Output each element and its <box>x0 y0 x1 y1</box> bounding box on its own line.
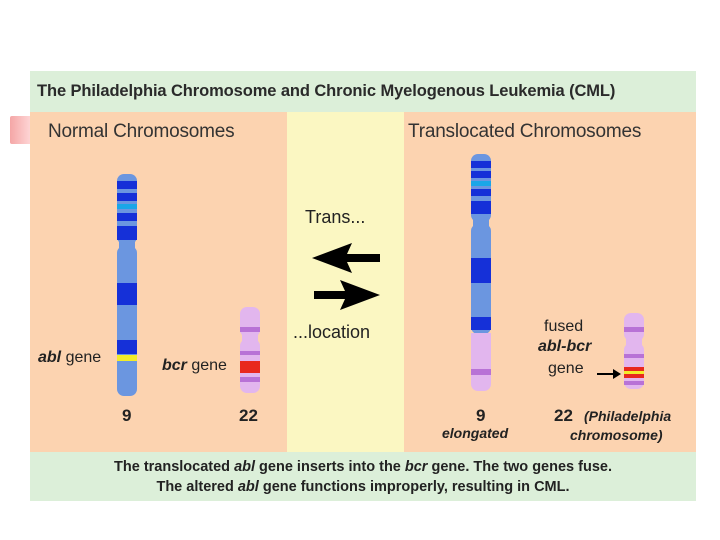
chr9-band <box>117 204 137 209</box>
chr9-band <box>117 283 137 305</box>
normal-chromosome-9 <box>117 174 137 396</box>
chr9-elongated-centromere <box>473 220 489 226</box>
caption-line-2: The altered abl gene functions improperl… <box>156 479 570 495</box>
fused-gene-pointer-head-icon <box>613 369 621 379</box>
chr9-elongated-band <box>471 258 491 283</box>
fused-label-line1: fused <box>544 318 584 335</box>
normal-chromosomes-panel: Normal Chromosomes abl gene bcr gene 9 2… <box>30 112 287 452</box>
caption-line-1: The translocated abl gene inserts into t… <box>114 459 612 475</box>
chr22-centromere <box>242 334 258 341</box>
philadelphia-label-line1: (Philadelphia <box>584 408 672 424</box>
normal-chromosome-22 <box>240 307 260 393</box>
philadelphia-22-number: 22 <box>554 406 573 425</box>
chr9-q-arm <box>117 246 137 396</box>
chr22-band <box>240 377 260 382</box>
chr9-centromere <box>119 242 135 248</box>
translocated-heading: Translocated Chromosomes <box>408 121 642 142</box>
ph-centromere <box>626 338 642 345</box>
philadelphia-label-line2: chromosome) <box>570 427 663 443</box>
elongated-chromosome-9 <box>471 154 491 391</box>
chr9-elongated-band <box>471 369 491 375</box>
chr22-band <box>240 351 260 355</box>
ph-band <box>624 327 644 332</box>
chromosome-22-number: 22 <box>239 406 258 425</box>
fused-bcr-band <box>624 367 644 371</box>
chromosome-graphics <box>117 154 644 396</box>
fused-abl-band <box>624 371 644 374</box>
chr9-band <box>117 181 137 189</box>
chr9-band <box>117 340 137 354</box>
abl-gene-label: abl gene <box>38 349 102 366</box>
chromosome-9-number: 9 <box>122 406 132 425</box>
abl-gene-band <box>117 355 137 361</box>
chr22-band <box>240 327 260 332</box>
chr9-elongated-translocated-segment <box>471 333 491 391</box>
philadelphia-chromosome-22 <box>597 313 644 389</box>
chr9-band <box>117 193 137 201</box>
chr9-elongated-join <box>471 333 491 341</box>
cml-diagram: The Philadelphia Chromosome and Chronic … <box>30 71 696 501</box>
chr9-elongated-band <box>471 161 491 168</box>
chr22-p-arm <box>240 307 260 337</box>
chr9-elongated-band <box>471 171 491 178</box>
trans-label: Trans... <box>305 207 366 227</box>
left-arrow-icon <box>312 243 380 273</box>
slide-bullet <box>10 116 32 144</box>
ph-band <box>624 354 644 358</box>
fused-label-line3: gene <box>548 360 584 377</box>
bcr-gene-label: bcr gene <box>162 357 227 374</box>
location-label: ...location <box>293 322 371 342</box>
chr9-elongated-band <box>471 181 491 186</box>
diagram-caption: The translocated abl gene inserts into t… <box>30 452 696 501</box>
chr9-elongated-band <box>471 201 491 214</box>
translocation-panel: Trans... ...location <box>287 112 404 452</box>
translocated-chromosomes-panel: Translocated Chromosomes fused abl-bcr g… <box>404 112 696 452</box>
translocation-arrows <box>312 243 380 310</box>
chr9-elongated-band <box>471 317 491 330</box>
normal-heading: Normal Chromosomes <box>48 121 235 142</box>
diagram-title: The Philadelphia Chromosome and Chronic … <box>30 71 696 112</box>
ph-band <box>624 381 644 385</box>
fused-bcr-band <box>624 374 644 378</box>
chr9-band <box>117 226 137 240</box>
chromosome-9-elongated-number: 9 <box>476 406 486 425</box>
chr9-elongated-band <box>471 189 491 196</box>
bcr-gene-band <box>240 361 260 373</box>
elongated-label: elongated <box>442 425 509 441</box>
fused-label-line2: abl-bcr <box>538 338 592 355</box>
chr9-band <box>117 213 137 221</box>
right-arrow-icon <box>314 280 380 310</box>
